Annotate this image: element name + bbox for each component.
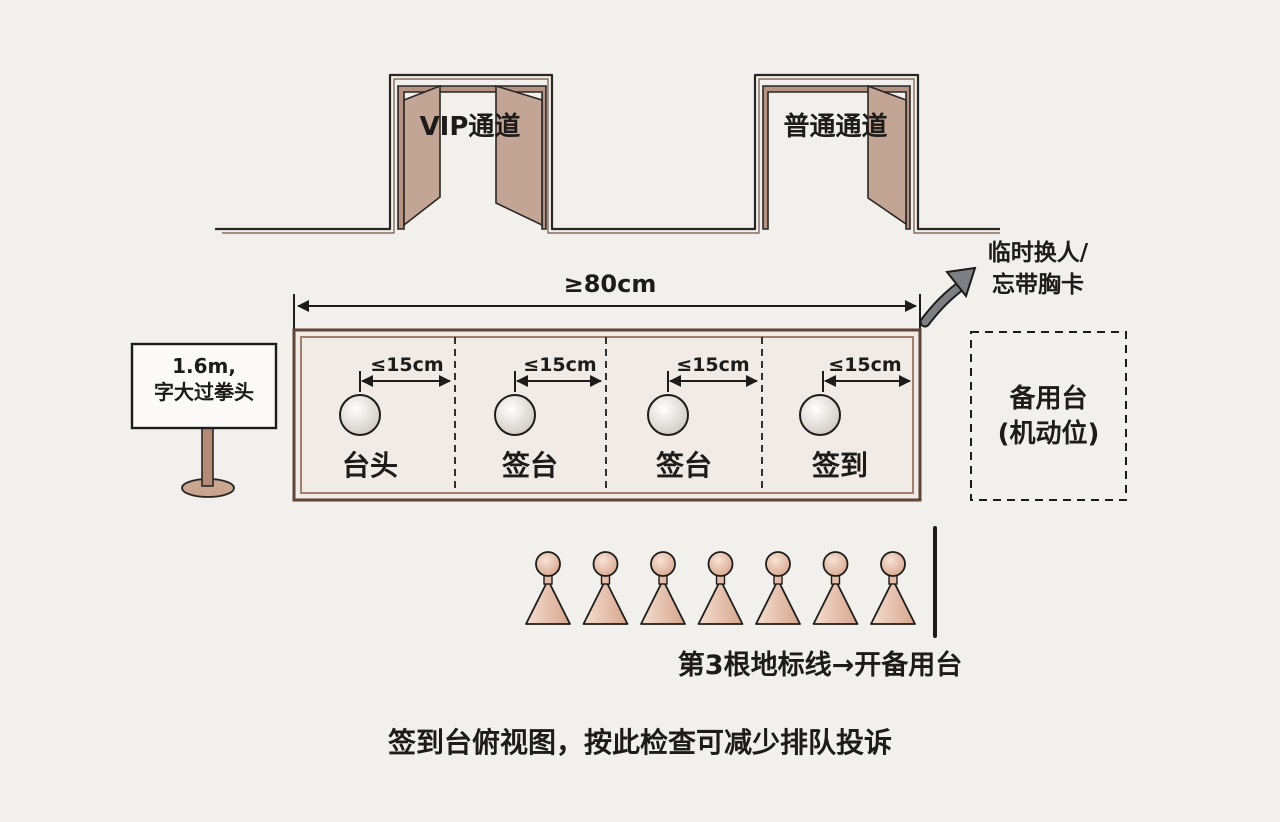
queue-person-icon xyxy=(755,551,801,625)
regular-door-right-leaf xyxy=(867,84,907,226)
vip-door-label: VIP通道 xyxy=(419,112,521,142)
staff-seat-2 xyxy=(494,371,602,436)
queue-person-icon xyxy=(525,551,571,625)
gap-label-4: ≤15cm xyxy=(828,354,902,376)
regular-door-frame xyxy=(762,84,911,230)
side-note-line-1: 临时换人/ xyxy=(987,240,1089,266)
floor-marker-note: 第3根地标线→开备用台 xyxy=(677,650,963,681)
queue xyxy=(525,551,916,625)
gap-label-3: ≤15cm xyxy=(676,354,750,376)
side-note-line-2: 忘带胸卡 xyxy=(992,272,1084,298)
spare-desk-line-1: 备用台 xyxy=(1009,384,1088,414)
diagram-caption: 签到台俯视图，按此检查可减少排队投诉 xyxy=(387,726,892,759)
spare-desk-line-2: (机动位) xyxy=(997,419,1100,449)
top-wall xyxy=(215,73,1000,234)
sign-line-2: 字大过拳头 xyxy=(154,380,254,404)
segment-label-4: 签到 xyxy=(811,449,868,482)
segment-label-3: 签台 xyxy=(655,449,712,482)
vip-door-left-leaf xyxy=(403,84,441,227)
queue-person-icon xyxy=(640,551,686,625)
staff-seat-4 xyxy=(799,371,911,436)
vip-door-frame xyxy=(397,84,547,230)
signage-stand xyxy=(130,342,278,498)
segment-label-2: 签台 xyxy=(501,449,558,482)
spare-desk-outline xyxy=(970,331,1127,501)
regular-door-label: 普通通道 xyxy=(783,112,888,142)
staff-seat-3 xyxy=(647,371,758,436)
gap-label-2: ≤15cm xyxy=(523,354,597,376)
vip-door-right-leaf xyxy=(495,84,543,227)
queue-person-icon xyxy=(582,551,629,625)
queue-person-icon xyxy=(870,551,916,625)
queue-person-icon xyxy=(697,551,744,625)
segment-label-1: 台头 xyxy=(341,449,398,482)
desk-width-label: ≥80cm xyxy=(563,270,657,298)
gap-label-1: ≤15cm xyxy=(370,354,444,376)
staff-seat-1 xyxy=(339,371,451,436)
desk-width-dimension xyxy=(293,294,921,330)
queue-person-icon xyxy=(812,551,859,625)
sign-line-1: 1.6m, xyxy=(172,354,236,378)
side-arrow-icon xyxy=(919,266,977,328)
